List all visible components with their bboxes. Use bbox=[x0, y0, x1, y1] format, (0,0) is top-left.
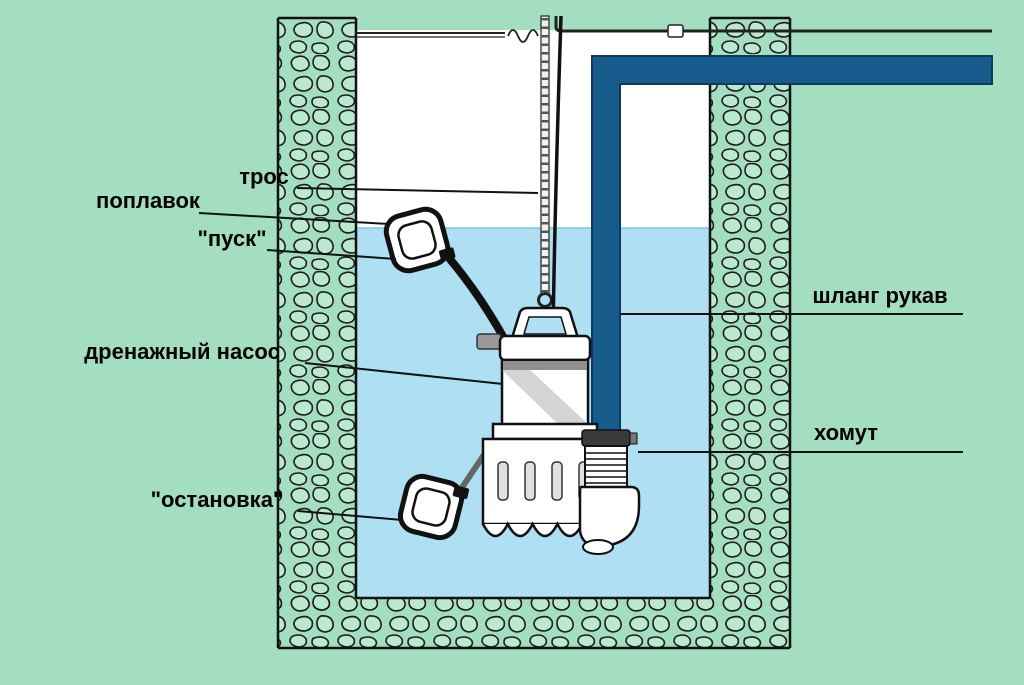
label-float: поплавок bbox=[96, 188, 201, 213]
ground-level bbox=[356, 29, 539, 43]
bottom-stones bbox=[278, 598, 790, 648]
labels: трос поплавок "пуск" дренажный насос "ос… bbox=[84, 164, 963, 521]
clamp-screw bbox=[629, 432, 638, 445]
leader-float bbox=[198, 212, 390, 225]
cable-connector bbox=[667, 24, 684, 38]
label-hose: шланг рукав bbox=[812, 283, 947, 308]
cable-gland bbox=[476, 333, 502, 350]
label-rope: трос bbox=[239, 164, 289, 189]
lifting-rope bbox=[537, 15, 553, 308]
leader-start bbox=[266, 249, 397, 260]
threaded-fitting bbox=[584, 445, 628, 488]
float-start bbox=[383, 206, 456, 274]
label-clamp: хомут bbox=[814, 420, 878, 445]
start-float-cable bbox=[445, 254, 509, 344]
float-stop bbox=[397, 473, 470, 541]
cable-coil-icon bbox=[507, 29, 539, 43]
rope-ring bbox=[537, 292, 553, 308]
power-cable-down bbox=[551, 15, 563, 341]
float-stop-gland bbox=[452, 485, 470, 500]
hose-clamp bbox=[581, 429, 631, 447]
right-wall-stones bbox=[710, 18, 790, 640]
fitting-threads bbox=[585, 452, 627, 484]
pump-cap bbox=[498, 334, 592, 362]
pit-outline bbox=[276, 16, 792, 650]
pump-handle-hole bbox=[522, 316, 568, 335]
label-start: "пуск" bbox=[197, 226, 266, 251]
leader-stop bbox=[297, 510, 403, 521]
pump-body-shadow bbox=[503, 361, 587, 370]
float-start-gland bbox=[438, 247, 456, 261]
pump-body-shading bbox=[502, 370, 588, 424]
label-stop: "остановка" bbox=[151, 487, 284, 512]
left-wall-stones bbox=[278, 18, 356, 640]
pit-walls bbox=[276, 16, 792, 650]
discharge-fitting bbox=[578, 429, 641, 555]
label-pump: дренажный насос bbox=[84, 339, 280, 364]
leader-rope bbox=[296, 187, 539, 194]
leader-pump bbox=[304, 362, 504, 385]
elbow-outlet bbox=[582, 539, 614, 555]
float-start-inner bbox=[397, 220, 437, 260]
float-stop-inner bbox=[411, 487, 451, 527]
